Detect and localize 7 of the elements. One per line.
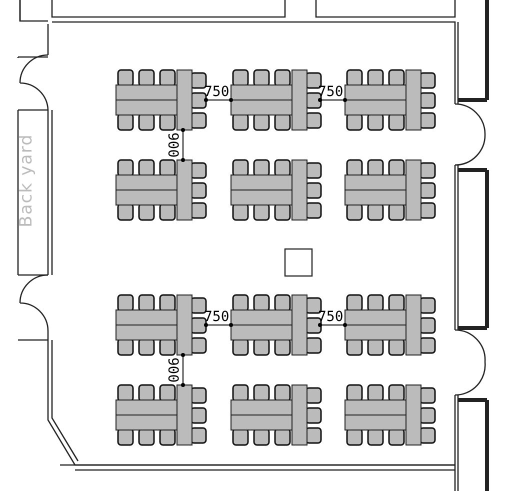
dimension-label: 750 (204, 310, 230, 324)
dimension-label: 750 (204, 85, 230, 99)
area-label: Back yard (18, 134, 36, 228)
dimension-label: 750 (318, 310, 344, 324)
dimension-label: 900 (166, 357, 180, 383)
dimension-label: 900 (166, 132, 180, 158)
dimension-label: 750 (318, 85, 344, 99)
